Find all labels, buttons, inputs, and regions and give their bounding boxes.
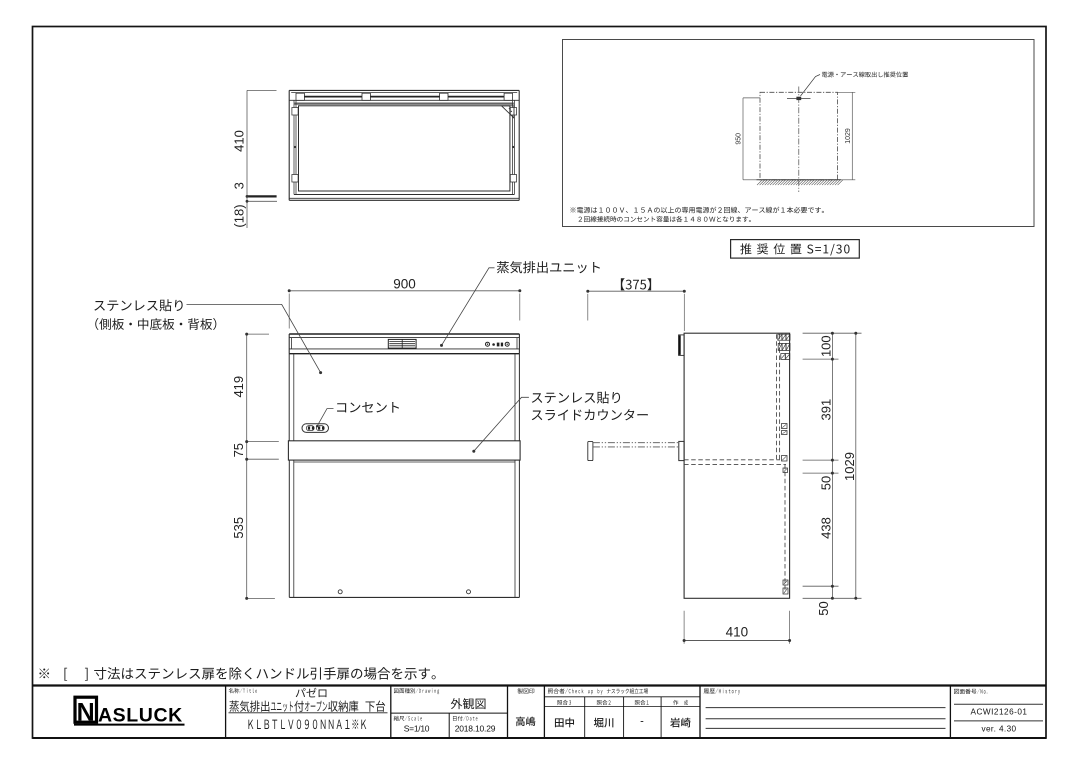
svg-text:50: 50 bbox=[816, 601, 831, 615]
svg-text:ver. 4.30: ver. 4.30 bbox=[981, 724, 1016, 733]
svg-text:ASLUCK: ASLUCK bbox=[98, 705, 183, 727]
svg-text:S=1/10: S=1/10 bbox=[404, 724, 430, 734]
svg-text:419: 419 bbox=[231, 376, 246, 398]
svg-text:-: - bbox=[640, 716, 644, 728]
svg-text:100: 100 bbox=[819, 335, 834, 357]
svg-text:75: 75 bbox=[231, 443, 246, 457]
svg-text:535: 535 bbox=[231, 517, 246, 539]
svg-text:(18): (18) bbox=[232, 204, 247, 227]
svg-text:1029: 1029 bbox=[845, 128, 852, 144]
svg-text:410: 410 bbox=[232, 130, 247, 152]
svg-text:1029: 1029 bbox=[842, 452, 857, 481]
svg-text:410: 410 bbox=[726, 625, 749, 640]
svg-text:3: 3 bbox=[232, 182, 247, 189]
svg-text:950: 950 bbox=[736, 133, 743, 145]
svg-text:900: 900 bbox=[393, 276, 416, 291]
svg-text:ACWI2126-01: ACWI2126-01 bbox=[971, 708, 1028, 717]
svg-text:438: 438 bbox=[819, 517, 834, 539]
svg-text:50: 50 bbox=[819, 476, 834, 490]
svg-text:N: N bbox=[77, 698, 95, 726]
svg-text:2018.10.29: 2018.10.29 bbox=[455, 724, 496, 734]
svg-text:391: 391 bbox=[819, 399, 834, 421]
